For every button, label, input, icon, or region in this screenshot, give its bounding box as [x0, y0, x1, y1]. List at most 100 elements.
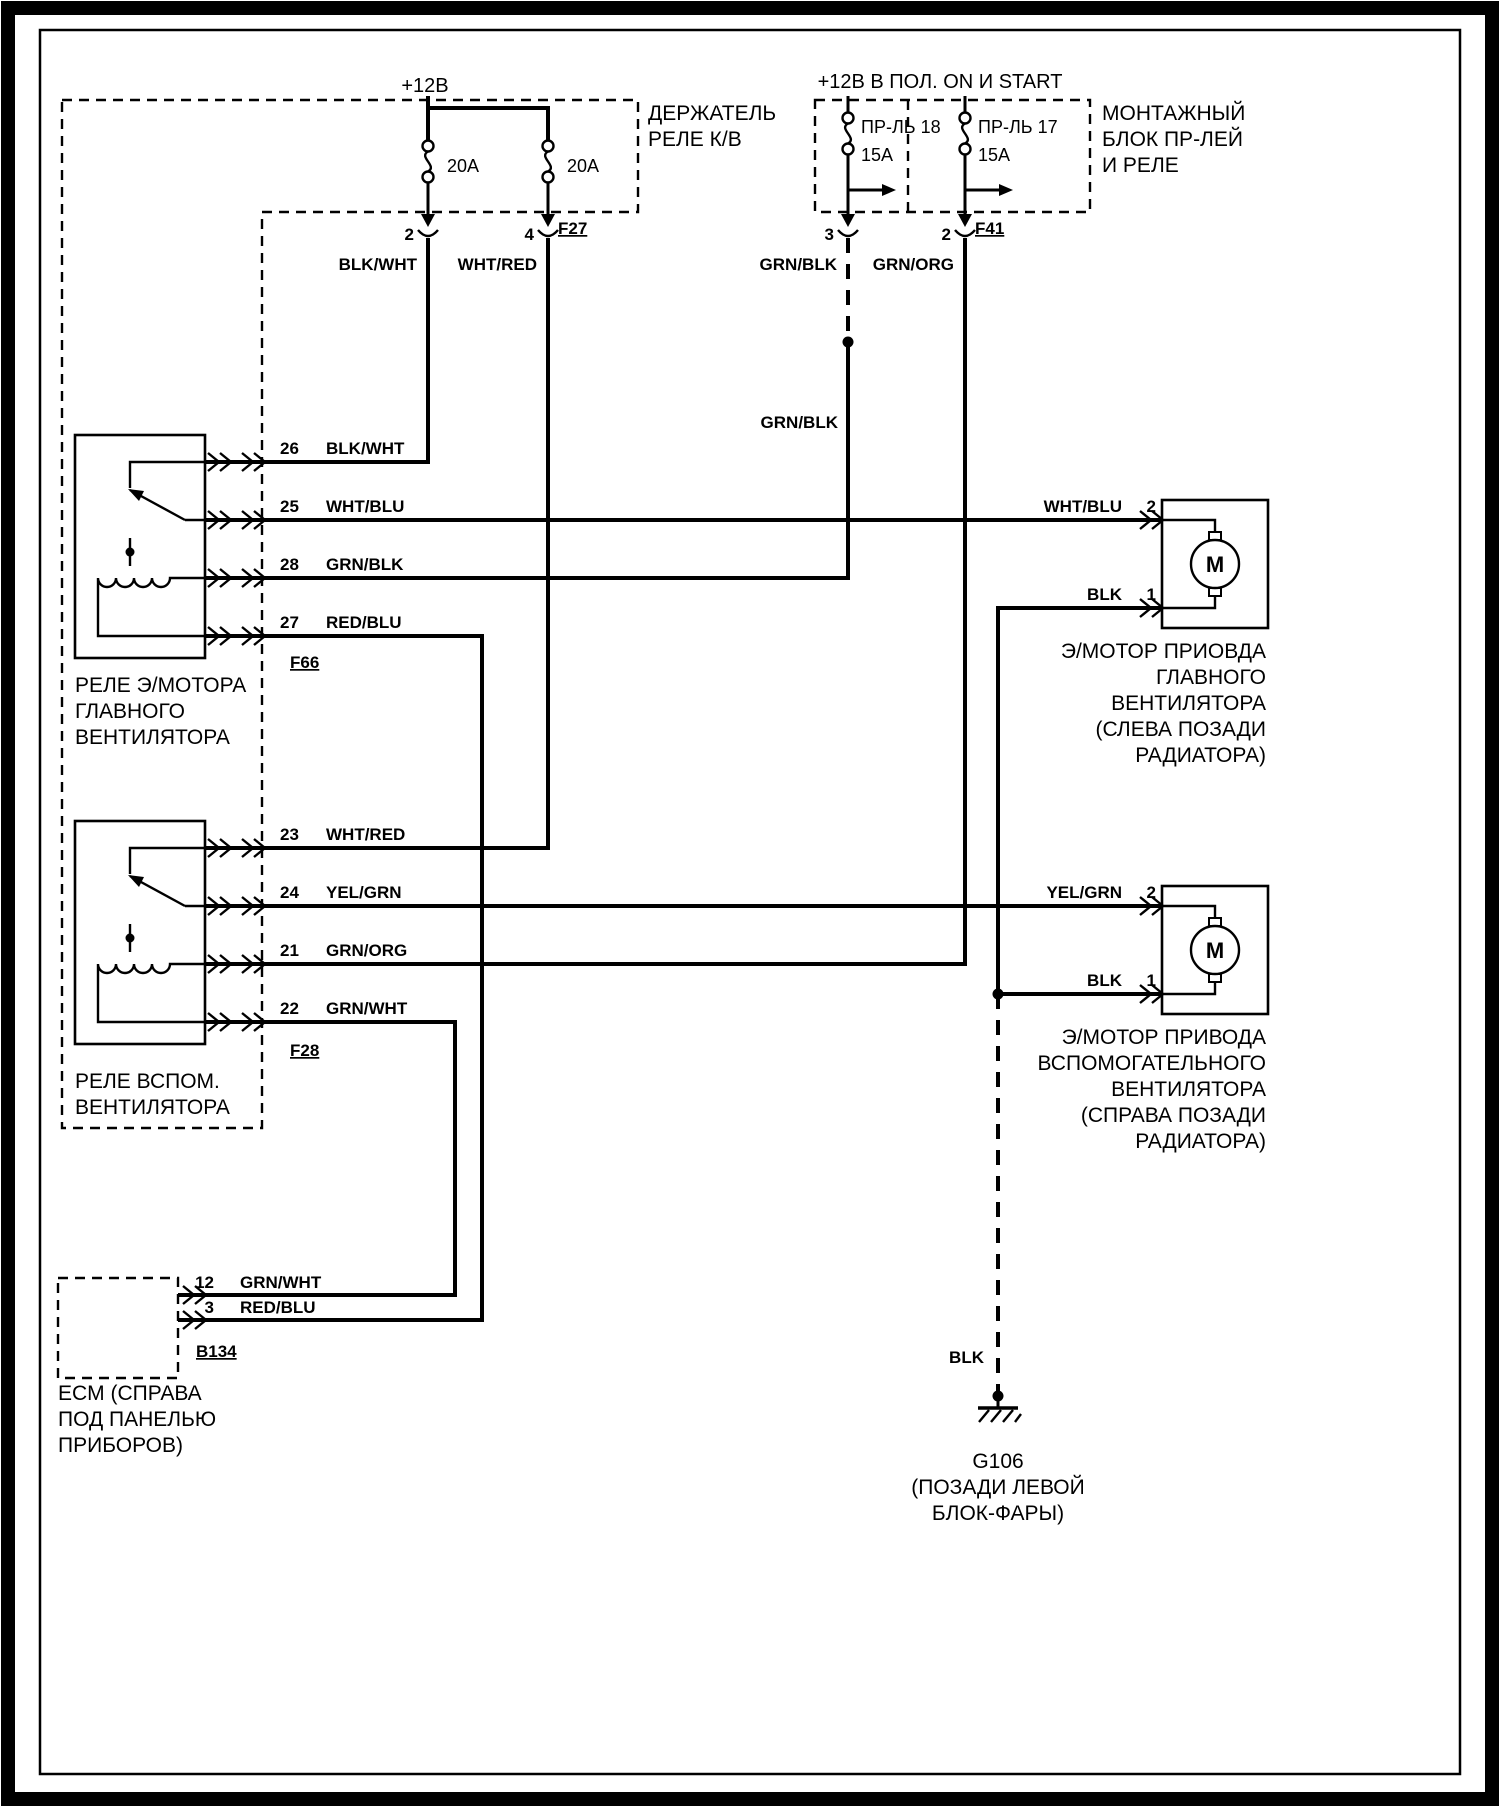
fuse17-branch-arrow-icon [999, 184, 1013, 196]
aux-fan-motor-name-4: (СПРАВА ПОЗАДИ [1081, 1104, 1266, 1127]
fuse-rating: 20A [447, 156, 479, 176]
main-fan-relay-name-2: ГЛАВНОГО [75, 700, 185, 723]
aux-fan-motor-name-2: ВСПОМОГАТЕЛЬНОГО [1038, 1052, 1267, 1075]
connector-id: F28 [290, 1041, 319, 1060]
fuse18-branch-arrow-icon [882, 184, 896, 196]
wire-grn-blk [205, 342, 850, 580]
aux-fan-relay-name-1: РЕЛЕ ВСПОМ. [75, 1070, 220, 1093]
relay-holder-name-1: ДЕРЖАТЕЛЬ [648, 102, 776, 125]
power-label-left: +12В [401, 75, 448, 97]
wire-color-label: BLK [1087, 585, 1123, 604]
wire-color-label: GRN/ORG [873, 255, 954, 274]
wire-12v-feed-left-branch [428, 106, 550, 140]
pin-number: 2 [942, 225, 951, 244]
wire-color-label: GRN/BLK [326, 555, 404, 574]
wire-wht-red [205, 238, 550, 850]
fuse17-label-2: 15А [978, 145, 1010, 165]
power-label-right: +12В В ПОЛ. ON И START [818, 71, 1063, 93]
motor-letter: M [1206, 552, 1224, 577]
aux-fan-motor: M YEL/GRN 2 BLK 1 Э/МОТОР ПРИВОДА ВСПОМО… [1038, 883, 1270, 1153]
aux-fan-motor-name-3: ВЕНТИЛЯТОРА [1111, 1078, 1266, 1101]
connector-id: F41 [975, 219, 1004, 238]
fuse-relay-box: +12В В ПОЛ. ON И START МОНТАЖНЫЙ БЛОК ПР… [760, 71, 1246, 432]
junction-dot [992, 988, 1004, 1000]
relay-holder-outline [60, 98, 640, 1130]
fuse17-label-1: ПР-ЛЬ 17 [978, 117, 1058, 137]
main-fan-motor-name-1: Э/МОТОР ПРИОВДА [1061, 640, 1266, 663]
wire-blk-motor1 [996, 606, 1162, 994]
wire-color-label: BLK [949, 1348, 985, 1367]
ecm-name-2: ПОД ПАНЕЛЬЮ [58, 1408, 216, 1431]
ground-point: BLK G106 (ПОЗАДИ ЛЕВОЙ БЛОК-ФАРЫ) [911, 1348, 1085, 1525]
relay-holder-box: +12В ДЕРЖАТЕЛЬ РЕЛЕ К/В 20A 20A 2 4 F27 … [60, 75, 776, 1130]
aux-fan-motor-name-1: Э/МОТОР ПРИВОДА [1062, 1026, 1266, 1049]
pin-number: 23 [280, 825, 299, 844]
ecm-name-3: ПРИБОРОВ) [58, 1434, 183, 1457]
wire-color-label: RED/BLU [240, 1298, 316, 1317]
ecm-outline [56, 1276, 180, 1380]
pin-number: 25 [280, 497, 299, 516]
fuse-relay-box-name-1: МОНТАЖНЫЙ [1102, 101, 1245, 125]
ground-location-2: БЛОК-ФАРЫ) [932, 1502, 1064, 1525]
pin-number: 3 [825, 225, 834, 244]
pin-number: 22 [280, 999, 299, 1018]
pin-number: 24 [280, 883, 299, 902]
wire-color-label: GRN/BLK [760, 255, 838, 274]
main-fan-motor-name-4: (СЛЕВА ПОЗАДИ [1095, 718, 1266, 741]
wire-color-label: GRN/BLK [761, 413, 839, 432]
aux-fan-motor-name-5: РАДИАТОРА) [1135, 1130, 1266, 1153]
inner-border [38, 28, 1462, 1776]
main-fan-relay-name-1: РЕЛЕ Э/МОТОРА [75, 674, 246, 697]
main-fan-motor: M WHT/BLU 2 BLK 1 Э/МОТОР ПРИОВДА ГЛАВНО… [1044, 497, 1270, 767]
connector-id: B134 [196, 1342, 237, 1361]
wire-grn-wht [178, 1020, 457, 1297]
wire-color-label: GRN/WHT [326, 999, 408, 1018]
wire-color-label: RED/BLU [326, 613, 402, 632]
ground-id: G106 [972, 1450, 1023, 1473]
main-fan-motor-name-2: ГЛАВНОГО [1156, 666, 1266, 689]
wire-color-label: BLK/WHT [339, 255, 418, 274]
fuse18-label-2: 15А [861, 145, 893, 165]
wire-color-label: WHT/BLU [326, 497, 404, 516]
pin-number: 4 [525, 225, 535, 244]
pin-number: 28 [280, 555, 299, 574]
wire-color-label: YEL/GRN [326, 883, 402, 902]
aux-fan-relay: 23 WHT/RED 24 YEL/GRN 21 GRN/ORG 22 GRN/… [73, 819, 408, 1119]
pin-number: 2 [405, 225, 414, 244]
pin-number: 2 [1147, 883, 1156, 902]
connector-id: F27 [558, 219, 587, 238]
junction-dot [842, 336, 854, 348]
pin-number: 1 [1147, 971, 1156, 990]
aux-fan-relay-name-2: ВЕНТИЛЯТОРА [75, 1096, 230, 1119]
wire-red-blu [178, 634, 484, 1322]
wire-color-label: WHT/RED [326, 825, 405, 844]
pin-number: 2 [1147, 497, 1156, 516]
fuse18-label-1: ПР-ЛЬ 18 [861, 117, 941, 137]
pin-number: 3 [205, 1298, 214, 1317]
motor-letter: M [1206, 938, 1224, 963]
wire-color-label: BLK [1087, 971, 1123, 990]
fuse-rating: 20A [567, 156, 599, 176]
pin-number: 12 [195, 1273, 214, 1292]
ecm-name-1: ECM (СПРАВА [58, 1382, 202, 1405]
wire-color-label: WHT/RED [458, 255, 537, 274]
wire-color-label: YEL/GRN [1046, 883, 1122, 902]
wire-color-label: GRN/ORG [326, 941, 407, 960]
pin-number: 27 [280, 613, 299, 632]
main-fan-relay-name-3: ВЕНТИЛЯТОРА [75, 726, 230, 749]
wire-color-label: BLK/WHT [326, 439, 405, 458]
pin-number: 26 [280, 439, 299, 458]
wire-grn-org [205, 238, 967, 966]
wire-blk-wht [205, 238, 430, 464]
main-fan-motor-name-3: ВЕНТИЛЯТОРА [1111, 692, 1266, 715]
main-fan-relay: 26 BLK/WHT 25 WHT/BLU 28 GRN/BLK 27 RED/… [73, 433, 405, 749]
wires [178, 96, 1162, 1392]
pin-number: 21 [280, 941, 299, 960]
connector-id: F66 [290, 653, 319, 672]
ground-icon [978, 1409, 1022, 1423]
ecm: 12 GRN/WHT 3 RED/BLU B134 ECM (СПРАВА ПО… [56, 1273, 322, 1457]
